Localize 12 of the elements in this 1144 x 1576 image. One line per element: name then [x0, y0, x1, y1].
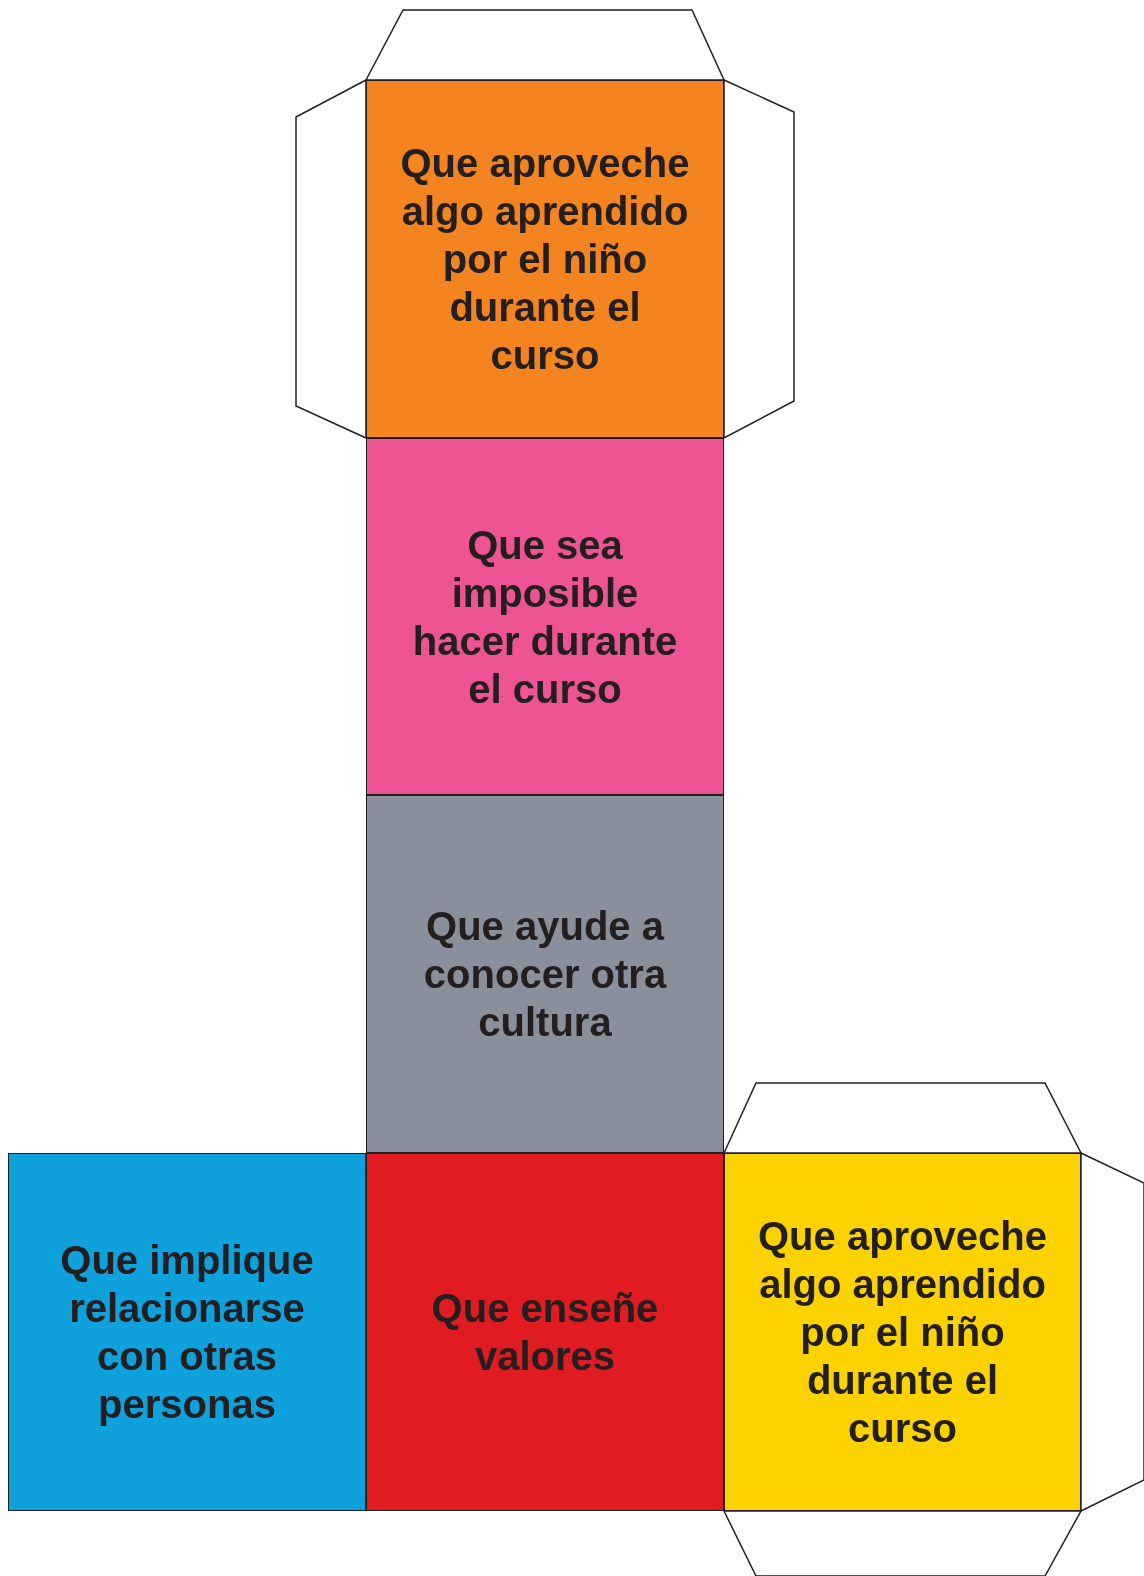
face-panel — [366, 438, 724, 795]
face-text: Que aproveche algo aprendido por el niño durante el curso — [757, 1213, 1048, 1452]
face-text: Que enseñe valores — [430, 1285, 660, 1380]
face-panel — [724, 1153, 1081, 1511]
face-panel — [366, 80, 724, 438]
face-panel — [366, 1153, 724, 1511]
face-text: Que aproveche algo aprendido por el niño durante el curso — [400, 140, 690, 379]
face-text: Que implique relacionarse con otras personas — [59, 1237, 315, 1428]
face-panel — [366, 795, 724, 1153]
face-text: Que ayude a conocer otra cultura — [422, 903, 668, 1046]
face-text: Que sea imposible hacer durante el curso — [411, 521, 679, 713]
face-panel — [8, 1153, 366, 1511]
